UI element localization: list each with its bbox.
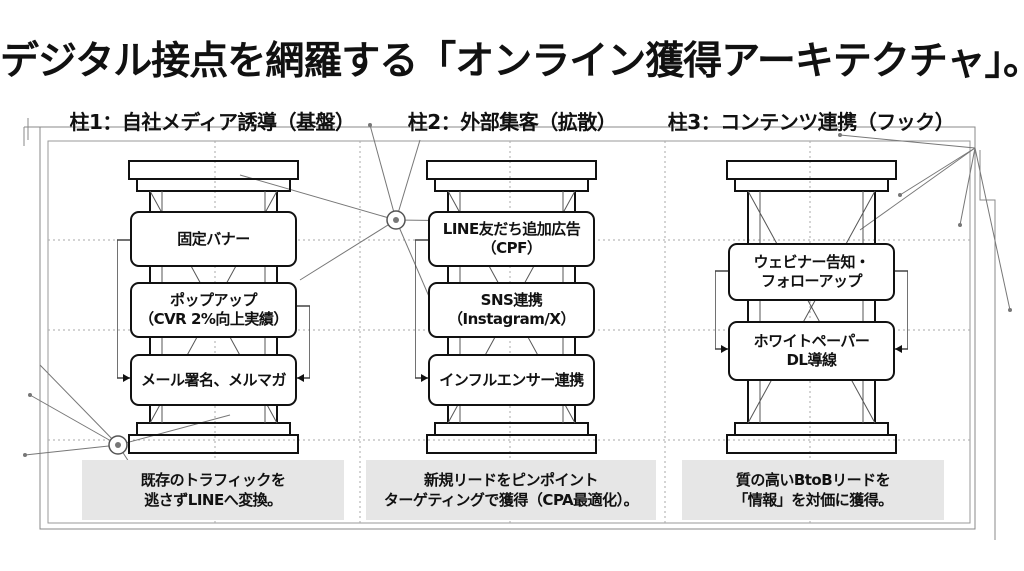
outer-frame xyxy=(39,126,976,530)
pillar-2-item-sns: SNS連携 （Instagram/X） xyxy=(428,282,595,338)
pillar-3-item-webinar: ウェビナー告知・ フォローアップ xyxy=(728,243,895,301)
pillar-2-item-influencer: インフルエンサー連携 xyxy=(428,354,595,406)
construction-lines xyxy=(24,124,1011,511)
pillar-3-title: 柱3：コンテンツ連携（フック） xyxy=(667,110,955,134)
pillar-1-item-popup: ポップアップ （CVR 2%向上実績） xyxy=(130,282,297,338)
inner-frame xyxy=(47,140,971,524)
pillar-3-structure xyxy=(715,160,908,454)
corner-bracket xyxy=(979,150,996,540)
pillar-1-item-fixed-banner: 固定バナー xyxy=(130,211,297,267)
pillar-3-item-whitepaper: ホワイトペーパー DL導線 xyxy=(728,321,895,381)
pillar-2-description: 新規リードをピンポイント ターゲティングで獲得（CPA最適化）。 xyxy=(366,460,656,520)
pillar-2-column: LINE友だち追加広告 （CPF） SNS連携 （Instagram/X） イン… xyxy=(415,156,608,460)
corner-bracket xyxy=(23,118,43,146)
pillar-3-column: ウェビナー告知・ フォローアップ ホワイトペーパー DL導線 xyxy=(715,156,908,460)
pillar-2-title: 柱2：外部集客（拡散） xyxy=(407,110,617,134)
pillar-3-description: 質の高いBtoBリードを 「情報」を対価に獲得。 xyxy=(682,460,944,520)
pillar-1-title: 柱1：自社メディア誘導（基盤） xyxy=(69,110,355,134)
page-title: デジタル接点を網羅する「オンライン獲得アーキテクチャ」。 xyxy=(0,39,1024,84)
pillar-1-description: 既存のトラフィックを 逃さずLINEへ変換。 xyxy=(82,460,344,520)
pillar-1-item-email: メール署名、メルマガ xyxy=(130,354,297,406)
pillar-2-item-line-ads: LINE友だち追加広告 （CPF） xyxy=(428,211,595,267)
pillar-1-column: 固定バナー ポップアップ （CVR 2%向上実績） メール署名、メルマガ xyxy=(117,156,310,460)
